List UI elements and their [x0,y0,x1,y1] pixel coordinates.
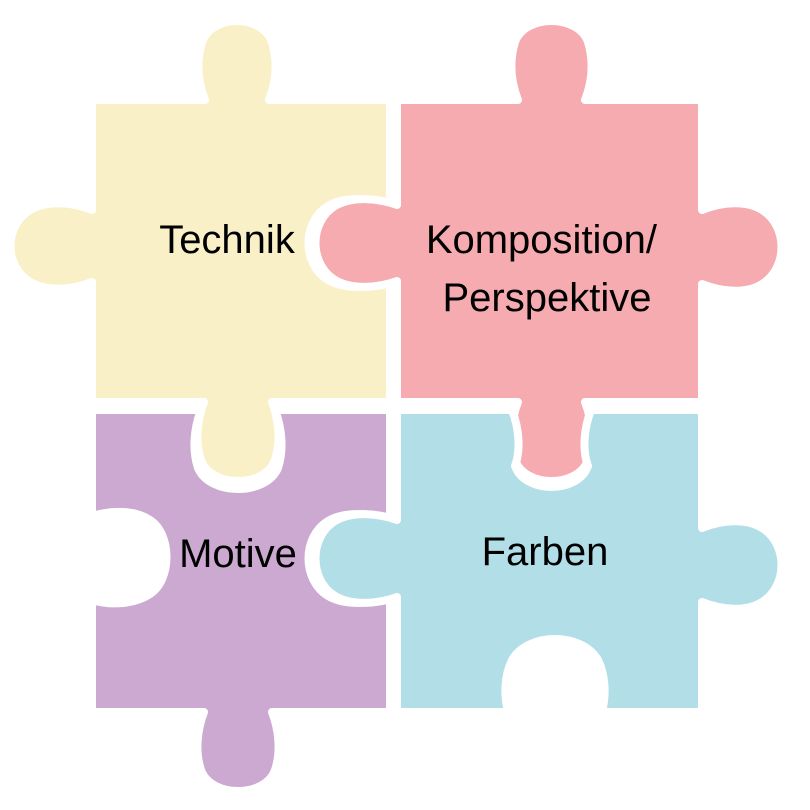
label-line: Farben [482,530,609,574]
label-line: Motive [179,532,297,576]
label-line: Technik [159,218,296,262]
puzzle-piece-technik: Technik [6,17,394,485]
piece-label-technik: Technik [159,218,296,262]
piece-shape-technik [6,17,394,485]
piece-label-komposition: Komposition/ Perspektive [426,218,668,320]
piece-shape-farben [311,406,786,716]
label-line: Komposition/ [426,218,658,262]
puzzle-piece-komposition: Komposition/ Perspektive [311,17,786,485]
puzzle-piece-farben: Farben [311,406,786,716]
piece-label-motive: Motive [179,532,297,576]
label-line: Perspektive [443,276,652,320]
piece-label-farben: Farben [482,530,609,574]
piece-shape-komposition [311,17,786,485]
